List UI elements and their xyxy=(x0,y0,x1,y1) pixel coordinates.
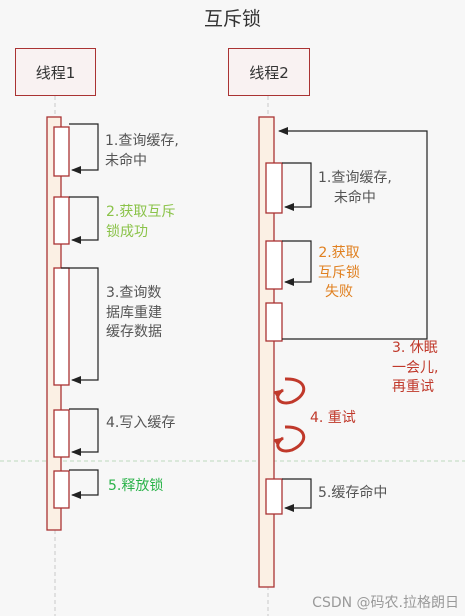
t2-step-1-label: 1.查询缓存, 未命中 xyxy=(318,170,392,206)
retry-swirl-icon-1 xyxy=(273,377,305,405)
t2-block-1 xyxy=(265,162,283,214)
t1-block-3 xyxy=(53,267,70,386)
t1-step-2-label: 2.获取互斥 锁成功 xyxy=(106,204,176,240)
t1-arrow-1 xyxy=(69,123,99,174)
t1-block-1 xyxy=(53,126,70,177)
t2-arrow-2 xyxy=(282,240,312,286)
t2-arrow-1 xyxy=(282,162,312,211)
t2-block-2 xyxy=(265,240,283,290)
diagram-title: 互斥锁 xyxy=(203,8,261,30)
t1-step-5-label: 5.释放锁 xyxy=(108,478,164,494)
t2-arrow-3-loop xyxy=(278,127,428,340)
t2-block-3 xyxy=(265,302,283,342)
activation-bar-thread2 xyxy=(258,116,275,588)
t2-step-4-label: 4. 重试 xyxy=(310,410,356,426)
t2-arrow-5 xyxy=(282,478,312,512)
t1-arrow-3 xyxy=(61,267,99,384)
actor-thread1: 线程1 xyxy=(15,48,96,96)
watermark: CSDN @码农.拉格朗日 xyxy=(312,595,459,612)
t1-block-5 xyxy=(53,470,70,509)
t2-step-2-label: 2.获取 互斥锁 失败 xyxy=(318,245,360,301)
t1-block-2 xyxy=(53,196,70,245)
t1-step-1-label: 1.查询缓存, 未命中 xyxy=(105,133,179,169)
t2-block-5 xyxy=(265,478,283,515)
t1-step-4-label: 4.写入缓存 xyxy=(106,415,176,431)
t2-step-3-label: 3. 休眠 一会儿, 再重试 xyxy=(392,340,439,396)
t1-step-3-label: 3.查询数 据库重建 缓存数据 xyxy=(106,285,162,341)
t1-arrow-2 xyxy=(69,196,99,244)
t1-block-4 xyxy=(53,409,70,458)
retry-swirl-icon-2 xyxy=(273,425,305,453)
t1-arrow-5 xyxy=(69,469,99,499)
actor-thread2: 线程2 xyxy=(228,48,310,96)
t1-arrow-4 xyxy=(69,408,99,456)
t2-step-5-label: 5.缓存命中 xyxy=(318,485,388,501)
